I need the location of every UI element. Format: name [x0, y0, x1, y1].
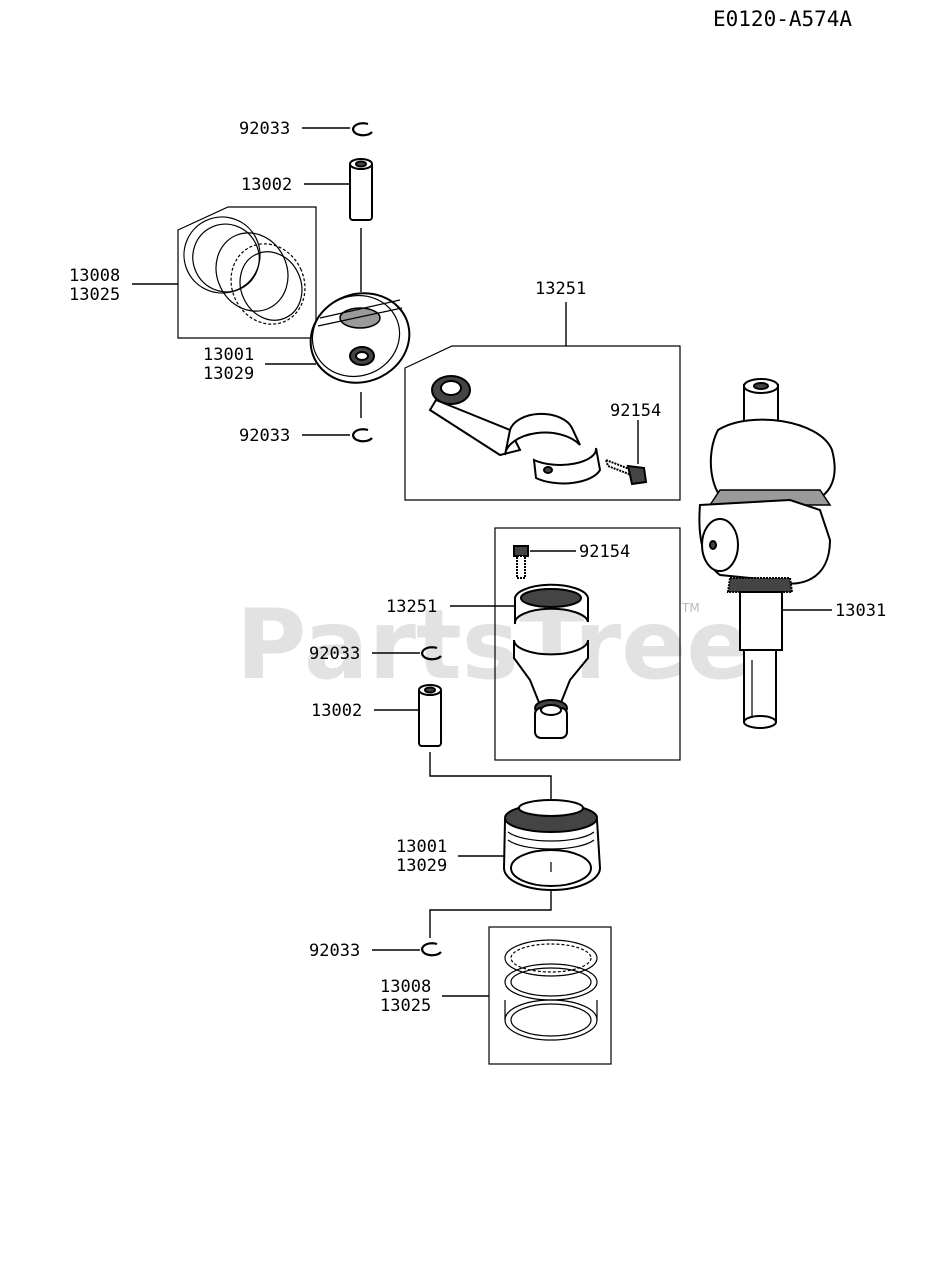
label-92033-top-2[interactable]: 92033	[239, 426, 290, 446]
conrod-bottom[interactable]	[494, 527, 681, 761]
label-13031[interactable]: 13031	[835, 601, 886, 621]
label-13029-top[interactable]: 13029	[203, 364, 254, 384]
label-92033-top-1[interactable]: 92033	[239, 119, 290, 139]
label-92033-bottom-1[interactable]: 92033	[309, 644, 360, 664]
label-13008-top[interactable]: 13008	[69, 266, 120, 286]
piston-top[interactable]	[298, 280, 422, 397]
snap-ring-bottom-2[interactable]	[421, 942, 442, 957]
label-13025-bottom[interactable]: 13025	[380, 996, 431, 1016]
label-13001-bottom[interactable]: 13001	[396, 837, 447, 857]
snap-ring-bottom-1[interactable]	[421, 646, 442, 661]
conrod-top[interactable]	[404, 345, 681, 501]
label-13251-top[interactable]: 13251	[535, 279, 586, 299]
bolt-top[interactable]	[604, 458, 648, 486]
snap-ring-top-1[interactable]	[352, 122, 373, 137]
diagram-code: E0120-A574A	[713, 7, 852, 31]
label-13008-bottom[interactable]: 13008	[380, 977, 431, 997]
label-13251-bottom[interactable]: 13251	[386, 597, 437, 617]
piston-pin-bottom[interactable]	[418, 684, 442, 747]
label-92154-top[interactable]: 92154	[610, 401, 661, 421]
watermark-tm: TM	[681, 601, 700, 615]
piston-pin-top[interactable]	[349, 158, 373, 221]
piston-rings-top[interactable]	[172, 205, 318, 339]
label-13029-bottom[interactable]: 13029	[396, 856, 447, 876]
bolt-bottom[interactable]	[513, 545, 529, 579]
piston-rings-bottom[interactable]	[488, 926, 612, 1065]
label-13002-top[interactable]: 13002	[241, 175, 292, 195]
label-13002-bottom[interactable]: 13002	[311, 701, 362, 721]
label-92154-bottom[interactable]: 92154	[579, 542, 630, 562]
crankshaft[interactable]	[698, 378, 836, 729]
watermark: PartsTree	[236, 589, 751, 701]
label-92033-bottom-2[interactable]: 92033	[309, 941, 360, 961]
snap-ring-top-2[interactable]	[352, 428, 373, 443]
label-13001-top[interactable]: 13001	[203, 345, 254, 365]
piston-bottom[interactable]	[502, 799, 602, 891]
label-13025-top[interactable]: 13025	[69, 285, 120, 305]
